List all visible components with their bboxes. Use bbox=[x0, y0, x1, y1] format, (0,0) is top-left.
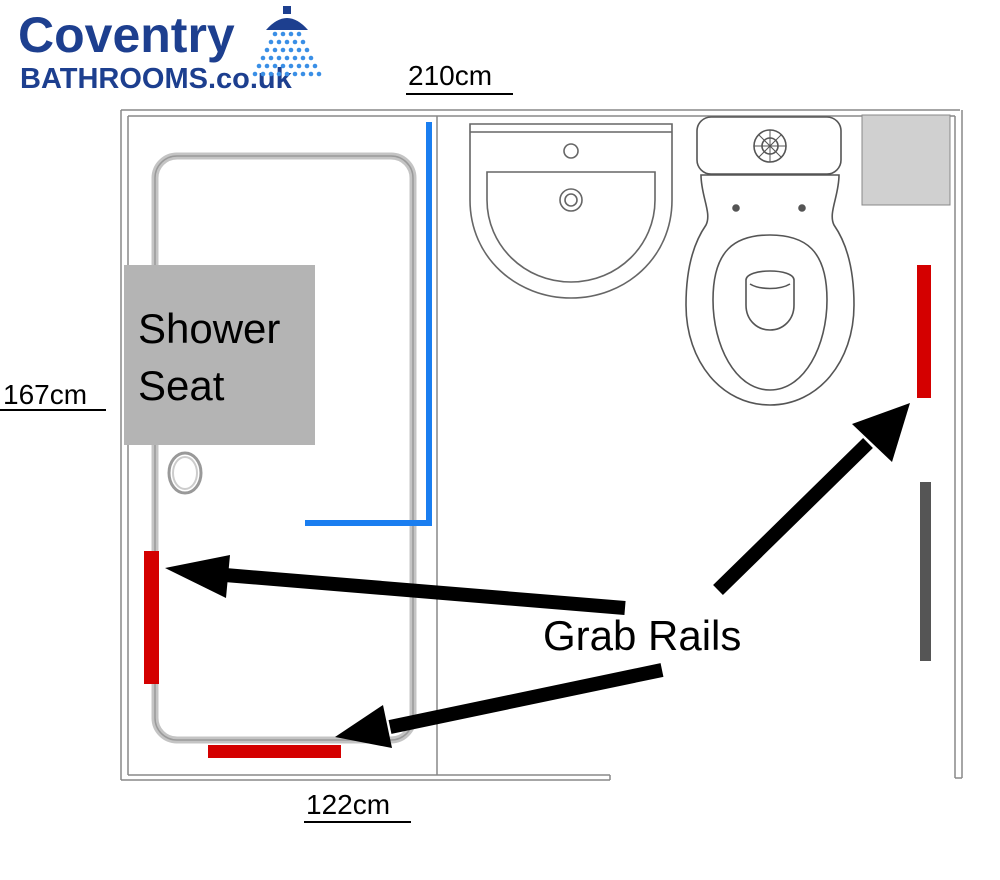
spray-dot bbox=[276, 71, 282, 77]
arrow-to-left-rail bbox=[165, 555, 626, 615]
door bbox=[920, 482, 931, 661]
grab-rail-arrows bbox=[165, 403, 910, 748]
spray-dot bbox=[308, 71, 314, 77]
logo-sub: BATHROOMS.co.uk bbox=[20, 63, 293, 95]
shower-head-icon bbox=[252, 6, 322, 77]
spray-dot bbox=[276, 55, 282, 61]
spray-dot bbox=[252, 71, 258, 77]
spray-dot bbox=[304, 63, 310, 69]
spray-dot bbox=[316, 71, 322, 77]
spray-dot bbox=[276, 39, 282, 45]
spray-dot bbox=[264, 47, 270, 53]
spray-dot bbox=[260, 55, 266, 61]
spray-dot bbox=[296, 31, 302, 37]
room-walls bbox=[120, 109, 963, 781]
basin-icon bbox=[469, 123, 673, 299]
grab-rail-left-wall bbox=[144, 551, 159, 684]
spray-dot bbox=[268, 71, 274, 77]
spray-dot bbox=[284, 39, 290, 45]
grab-rails-label: Grab Rails bbox=[543, 612, 741, 659]
shower-screen bbox=[305, 122, 432, 526]
shower-seat-label-line2: Seat bbox=[138, 362, 225, 409]
spray-dot bbox=[284, 71, 290, 77]
spray-dot bbox=[312, 63, 318, 69]
spray-dot bbox=[300, 39, 306, 45]
arrow-to-bottom-rail bbox=[335, 663, 664, 748]
dimension-labels: 210cm 167cm 122cm bbox=[0, 60, 513, 823]
toilet-icon bbox=[685, 116, 855, 406]
width-dimension-label: 210cm bbox=[408, 60, 492, 91]
spray-dot bbox=[272, 47, 278, 53]
spray-dot bbox=[280, 31, 286, 37]
spray-dot bbox=[280, 63, 286, 69]
spray-dot bbox=[296, 63, 302, 69]
arrow-to-right-rail bbox=[713, 403, 910, 595]
spray-dot bbox=[272, 31, 278, 37]
spray-dot bbox=[292, 71, 298, 77]
shower-width-dimension-label: 122cm bbox=[306, 789, 390, 820]
spray-dot bbox=[268, 55, 274, 61]
shower-seat-label-line1: Shower bbox=[138, 305, 280, 352]
grab-rail-right-wall bbox=[917, 265, 931, 398]
spray-dot bbox=[308, 55, 314, 61]
spray-dot bbox=[272, 63, 278, 69]
spray-dot bbox=[256, 63, 262, 69]
logo-brand: Coventry bbox=[18, 7, 235, 63]
grab-rail-bottom bbox=[208, 745, 341, 758]
spray-dot bbox=[300, 55, 306, 61]
spray-dot bbox=[292, 39, 298, 45]
spray-dot bbox=[284, 55, 290, 61]
shower-drain-icon bbox=[167, 451, 203, 495]
height-dimension-label: 167cm bbox=[3, 379, 87, 410]
spray-dot bbox=[292, 55, 298, 61]
storage-cabinet bbox=[861, 114, 951, 206]
grab-rails bbox=[144, 265, 931, 758]
spray-dot bbox=[296, 47, 302, 53]
spray-dot bbox=[300, 71, 306, 77]
spray-dot bbox=[288, 63, 294, 69]
spray-dot bbox=[280, 47, 286, 53]
spray-dot bbox=[304, 47, 310, 53]
spray-dot bbox=[268, 39, 274, 45]
logo: Coventry BATHROOMS.co.uk bbox=[18, 6, 322, 95]
spray-dot bbox=[260, 71, 266, 77]
shower-tray bbox=[151, 152, 417, 744]
shower-seat: Shower Seat bbox=[124, 265, 315, 445]
spray-dot bbox=[288, 31, 294, 37]
spray-dot bbox=[288, 47, 294, 53]
spray-dot bbox=[264, 63, 270, 69]
